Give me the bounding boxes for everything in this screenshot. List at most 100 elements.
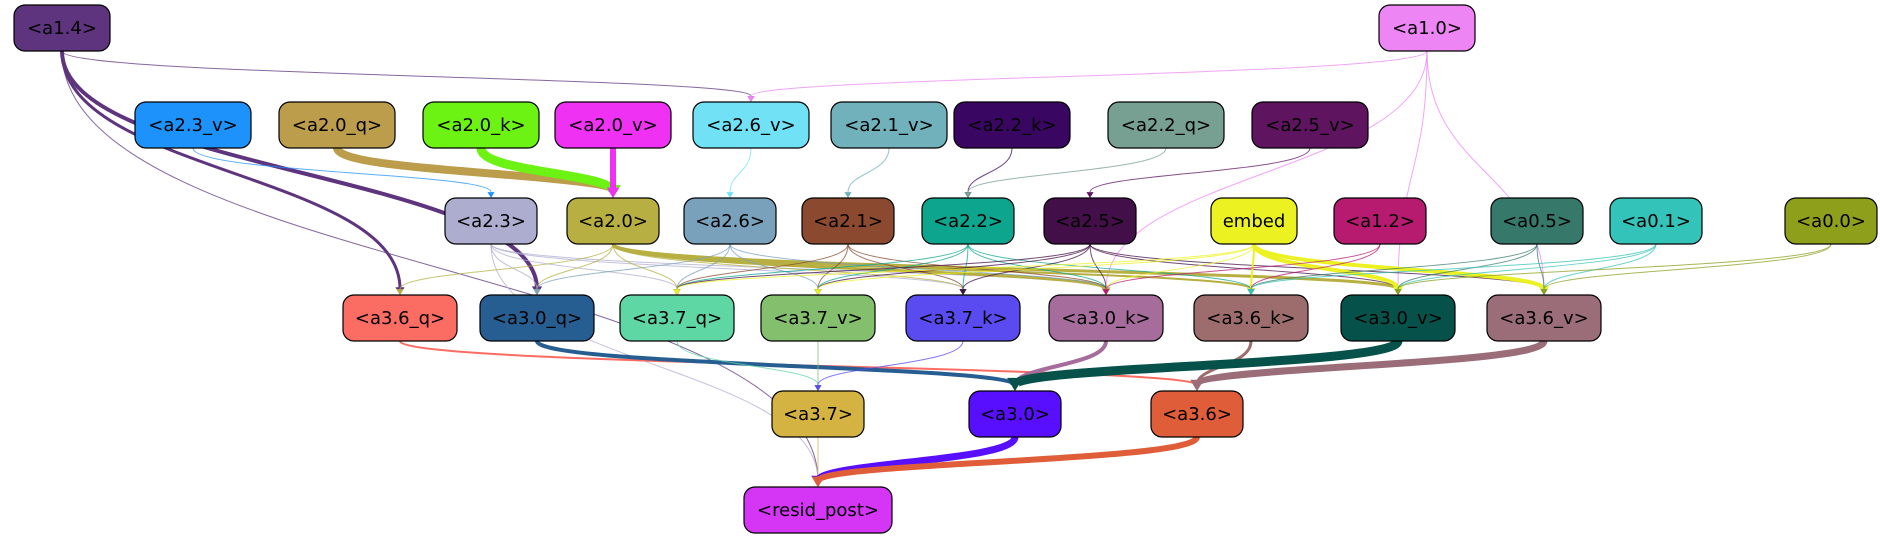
node-box[interactable] [1150, 390, 1244, 438]
node-box[interactable] [801, 197, 895, 245]
node-box[interactable] [1486, 294, 1602, 342]
node-label: <a3.0_v> [1353, 308, 1442, 329]
edge-a2_3-to-a3_7_k [490, 243, 964, 290]
node-a1-4[interactable]: <a1.4> [13, 4, 111, 52]
node-a2-3[interactable]: <a2.3> [444, 197, 538, 245]
node-box[interactable] [422, 101, 540, 149]
node-a3-0[interactable]: <a3.0> [968, 390, 1062, 438]
node-a2-2-q[interactable]: <a2.2_q> [1107, 101, 1225, 149]
node-box[interactable] [1784, 197, 1878, 245]
node-a2-2[interactable]: <a2.2> [921, 197, 1015, 245]
node-a2-3-v[interactable]: <a2.3_v> [134, 101, 252, 149]
node-label: <a0.5> [1502, 211, 1572, 232]
node-box[interactable] [760, 294, 876, 342]
node-box[interactable] [444, 197, 538, 245]
node-label: <a2.6> [695, 211, 765, 232]
edge-a2_6_v-to-a2_6 [729, 147, 752, 193]
node-a3-7-k[interactable]: <a3.7_k> [905, 294, 1021, 342]
node-a3-6-q[interactable]: <a3.6_q> [342, 294, 458, 342]
node-a3-7[interactable]: <a3.7> [771, 390, 865, 438]
arrowhead-a3_6_v-to-a3_6 [1190, 379, 1204, 391]
node-a3-0-q[interactable]: <a3.0_q> [479, 294, 595, 342]
node-a2-6-v[interactable]: <a2.6_v> [692, 101, 810, 149]
node-resid-post[interactable]: <resid_post> [743, 486, 893, 534]
node-a3-0-k[interactable]: <a3.0_k> [1048, 294, 1164, 342]
node-a3-7-v[interactable]: <a3.7_v> [760, 294, 876, 342]
edge-a2_5-to-a3_7_q [676, 243, 1091, 290]
node-box[interactable] [953, 101, 1071, 149]
node-a2-0-v[interactable]: <a2.0_v> [554, 101, 672, 149]
node-box[interactable] [1107, 101, 1225, 149]
node-box[interactable] [921, 197, 1015, 245]
node-label: <a2.2> [933, 211, 1003, 232]
node-box[interactable] [743, 486, 893, 534]
node-box[interactable] [692, 101, 810, 149]
node-a2-1[interactable]: <a2.1> [801, 197, 895, 245]
node-box[interactable] [13, 4, 111, 52]
node-box[interactable] [342, 294, 458, 342]
node-a2-6[interactable]: <a2.6> [683, 197, 777, 245]
node-a0-0[interactable]: <a0.0> [1784, 197, 1878, 245]
node-box[interactable] [134, 101, 252, 149]
node-a3-6-k[interactable]: <a3.6_k> [1193, 294, 1309, 342]
node-label: <resid_post> [757, 500, 879, 521]
arrowhead-a1_2-to-a3_0_k [1102, 289, 1110, 295]
edge-a2_2-to-a3_7_q [676, 243, 969, 290]
node-box[interactable] [1490, 197, 1584, 245]
node-a0-1[interactable]: <a0.1> [1609, 197, 1703, 245]
node-a2-0-k[interactable]: <a2.0_k> [422, 101, 540, 149]
node-a3-0-v[interactable]: <a3.0_v> [1340, 294, 1456, 342]
node-label: <a1.2> [1345, 211, 1415, 232]
node-box[interactable] [1609, 197, 1703, 245]
edge-a2_2_k-to-a2_2 [967, 147, 1013, 193]
node-box[interactable] [1333, 197, 1427, 245]
edge-a2_5_v-to-a2_5 [1089, 147, 1311, 193]
node-embed[interactable]: embed [1210, 197, 1298, 245]
node-box[interactable] [968, 390, 1062, 438]
arrowhead-embed-to-a3_7_v [814, 289, 822, 295]
node-a2-5-v[interactable]: <a2.5_v> [1251, 101, 1369, 149]
node-box[interactable] [1378, 4, 1476, 52]
edge-a2_1-to-a3_7_k [847, 243, 964, 290]
node-box[interactable] [554, 101, 672, 149]
node-box[interactable] [1193, 294, 1309, 342]
node-box[interactable] [1210, 197, 1298, 245]
node-a3-6-v[interactable]: <a3.6_v> [1486, 294, 1602, 342]
edge-a1_0-to-a3_0_k [1105, 50, 1428, 290]
node-a2-5[interactable]: <a2.5> [1043, 197, 1137, 245]
node-label: <a3.7_k> [918, 308, 1007, 329]
node-box[interactable] [771, 390, 865, 438]
node-a0-5[interactable]: <a0.5> [1490, 197, 1584, 245]
node-box[interactable] [278, 101, 396, 149]
node-box[interactable] [1340, 294, 1456, 342]
node-label: <a3.7_v> [773, 308, 862, 329]
node-a3-7-q[interactable]: <a3.7_q> [619, 294, 735, 342]
node-box[interactable] [1048, 294, 1164, 342]
node-box[interactable] [905, 294, 1021, 342]
node-a2-0-q[interactable]: <a2.0_q> [278, 101, 396, 149]
edge-a1_4-to-a2_6_v [61, 50, 752, 97]
arrowhead-a2_1_v-to-a2_1 [844, 192, 852, 198]
node-box[interactable] [479, 294, 595, 342]
edge-a3_6_q-to-a3_6 [399, 340, 1198, 386]
node-box[interactable] [619, 294, 735, 342]
node-a2-2-k[interactable]: <a2.2_k> [953, 101, 1071, 149]
node-box[interactable] [1043, 197, 1137, 245]
edge-a2_0-to-a3_0_k [611, 242, 1108, 291]
edge-a3_6-to-resid_post [815, 435, 1200, 484]
node-box[interactable] [830, 101, 948, 149]
node-a2-0[interactable]: <a2.0> [566, 197, 660, 245]
edge-a2_0-to-a3_7_q [612, 243, 678, 290]
node-box[interactable] [566, 197, 660, 245]
arrowhead-a2_0-to-a3_6_q [396, 289, 404, 295]
node-a1-2[interactable]: <a1.2> [1333, 197, 1427, 245]
edge-a2_2-to-a3_7_v [817, 243, 969, 290]
node-a3-6[interactable]: <a3.6> [1150, 390, 1244, 438]
node-box[interactable] [683, 197, 777, 245]
node-box[interactable] [1251, 101, 1369, 149]
node-label: <a3.6> [1162, 404, 1232, 425]
node-a2-1-v[interactable]: <a2.1_v> [830, 101, 948, 149]
arrowhead-a2_3_v-to-a2_3 [487, 192, 495, 198]
node-a1-0[interactable]: <a1.0> [1378, 4, 1476, 52]
